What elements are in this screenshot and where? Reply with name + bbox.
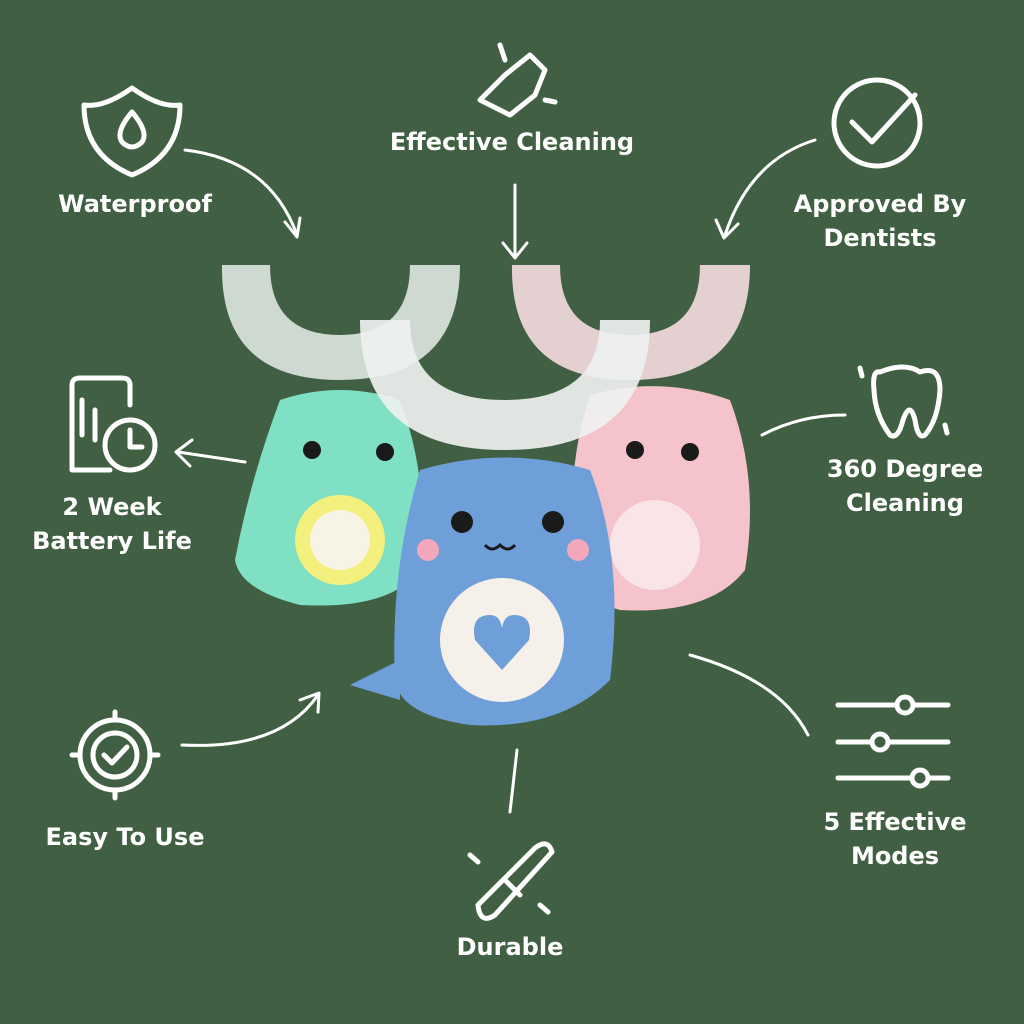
- label-battery-life: 2 Week Battery Life: [32, 493, 192, 555]
- sliders-icon: [835, 694, 951, 789]
- battery-clock-icon: [69, 375, 158, 473]
- label-approved-by-dentists: Approved By Dentists: [793, 190, 967, 252]
- shield-drop-icon: [81, 85, 183, 178]
- label-effective-modes: 5 Effective Modes: [823, 808, 967, 870]
- blue-toothbrush: [350, 320, 650, 726]
- hand-sparkle-icon: [477, 42, 558, 118]
- pill-durable-icon: [467, 841, 555, 921]
- label-durable: Durable: [456, 933, 564, 961]
- check-circle-icon: [831, 77, 923, 169]
- tooth-sparkle-icon: [857, 364, 950, 439]
- arrows: [174, 138, 847, 814]
- gear-check-icon: [69, 709, 161, 801]
- label-effective-cleaning: Effective Cleaning: [389, 128, 635, 156]
- label-360-degree-cleaning: 360 Degree Cleaning: [826, 455, 984, 517]
- label-waterproof: Waterproof: [58, 190, 212, 218]
- pink-toothbrush: [511, 265, 750, 611]
- label-easy-to-use: Easy To Use: [45, 823, 205, 851]
